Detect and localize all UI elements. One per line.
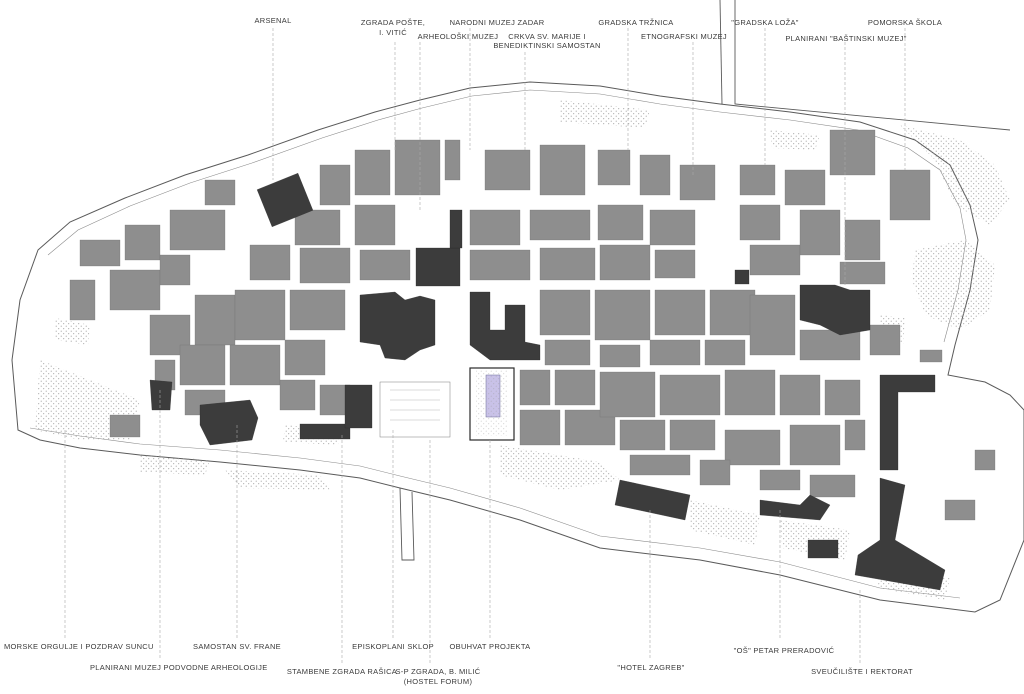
label-episkoplani-sklop: EPISKOPLANI SKLOP — [352, 642, 434, 651]
label-morske-orgulje: MORSKE ORGULJE I POZDRAV SUNCU — [4, 642, 154, 651]
label-gradska-trznica: GRADSKA TRŽNICA — [598, 18, 674, 27]
leader-lines-top — [272, 28, 906, 285]
label-arheoloski-muzej: ARHEOLOŠKI MUZEJ — [417, 32, 499, 41]
label-crkva-line1: CRKVA SV. MARIJE I — [508, 32, 586, 41]
label-sp-zgrada-line2: (HOSTEL FORUM) — [403, 677, 473, 686]
project-boundary — [469, 367, 515, 441]
label-bastinski-muzej: PLANIRANI "BAŠTINSKI MUZEJ" — [785, 34, 907, 43]
label-sveuciliste-i-rektorat: SVEUČILIŠTE I REKTORAT — [811, 667, 913, 676]
label-zgrada-poste-line1: ZGRADA POŠTE, — [360, 18, 426, 27]
label-os-petar-preradovic: "OŠ" PETAR PRERADOVIĆ — [733, 646, 835, 655]
leader-lines-bottom — [64, 390, 861, 665]
label-narodni-muzej: NARODNI MUZEJ ZADAR — [449, 18, 545, 27]
label-obuhvat-projekta: OBUHVAT PROJEKTA — [449, 642, 531, 651]
label-gradska-loza: "GRADSKA LOŽA" — [731, 18, 799, 27]
label-etnografski-muzej: ETNOGRAFSKI MUZEJ — [641, 32, 727, 41]
episkoplani-courtyard — [379, 381, 451, 438]
label-hotel-zagreb: "HOTEL ZAGREB" — [617, 663, 685, 672]
dark-landmark-buildings — [149, 173, 946, 591]
label-arsenal: ARSENAL — [254, 16, 292, 25]
label-stambene-zgrada-rasica: STAMBENE ZGRADA RAŠICA — [286, 667, 398, 676]
label-zgrada-poste-line2: I. VITIĆ — [379, 28, 407, 37]
label-crkva-line2: BENEDIKTINSKI SAMOSTAN — [493, 41, 601, 50]
label-pomorska-skola: POMORSKA ŠKOLA — [867, 18, 943, 27]
label-sp-zgrada-line1: S-P ZGRADA, B. MILIĆ — [395, 667, 481, 676]
label-muzej-podvodne-arheologije: PLANIRANI MUZEJ PODVODNE ARHEOLOGIJE — [90, 663, 268, 672]
label-samostan-sv-frane: SAMOSTAN SV. FRANE — [193, 642, 281, 651]
